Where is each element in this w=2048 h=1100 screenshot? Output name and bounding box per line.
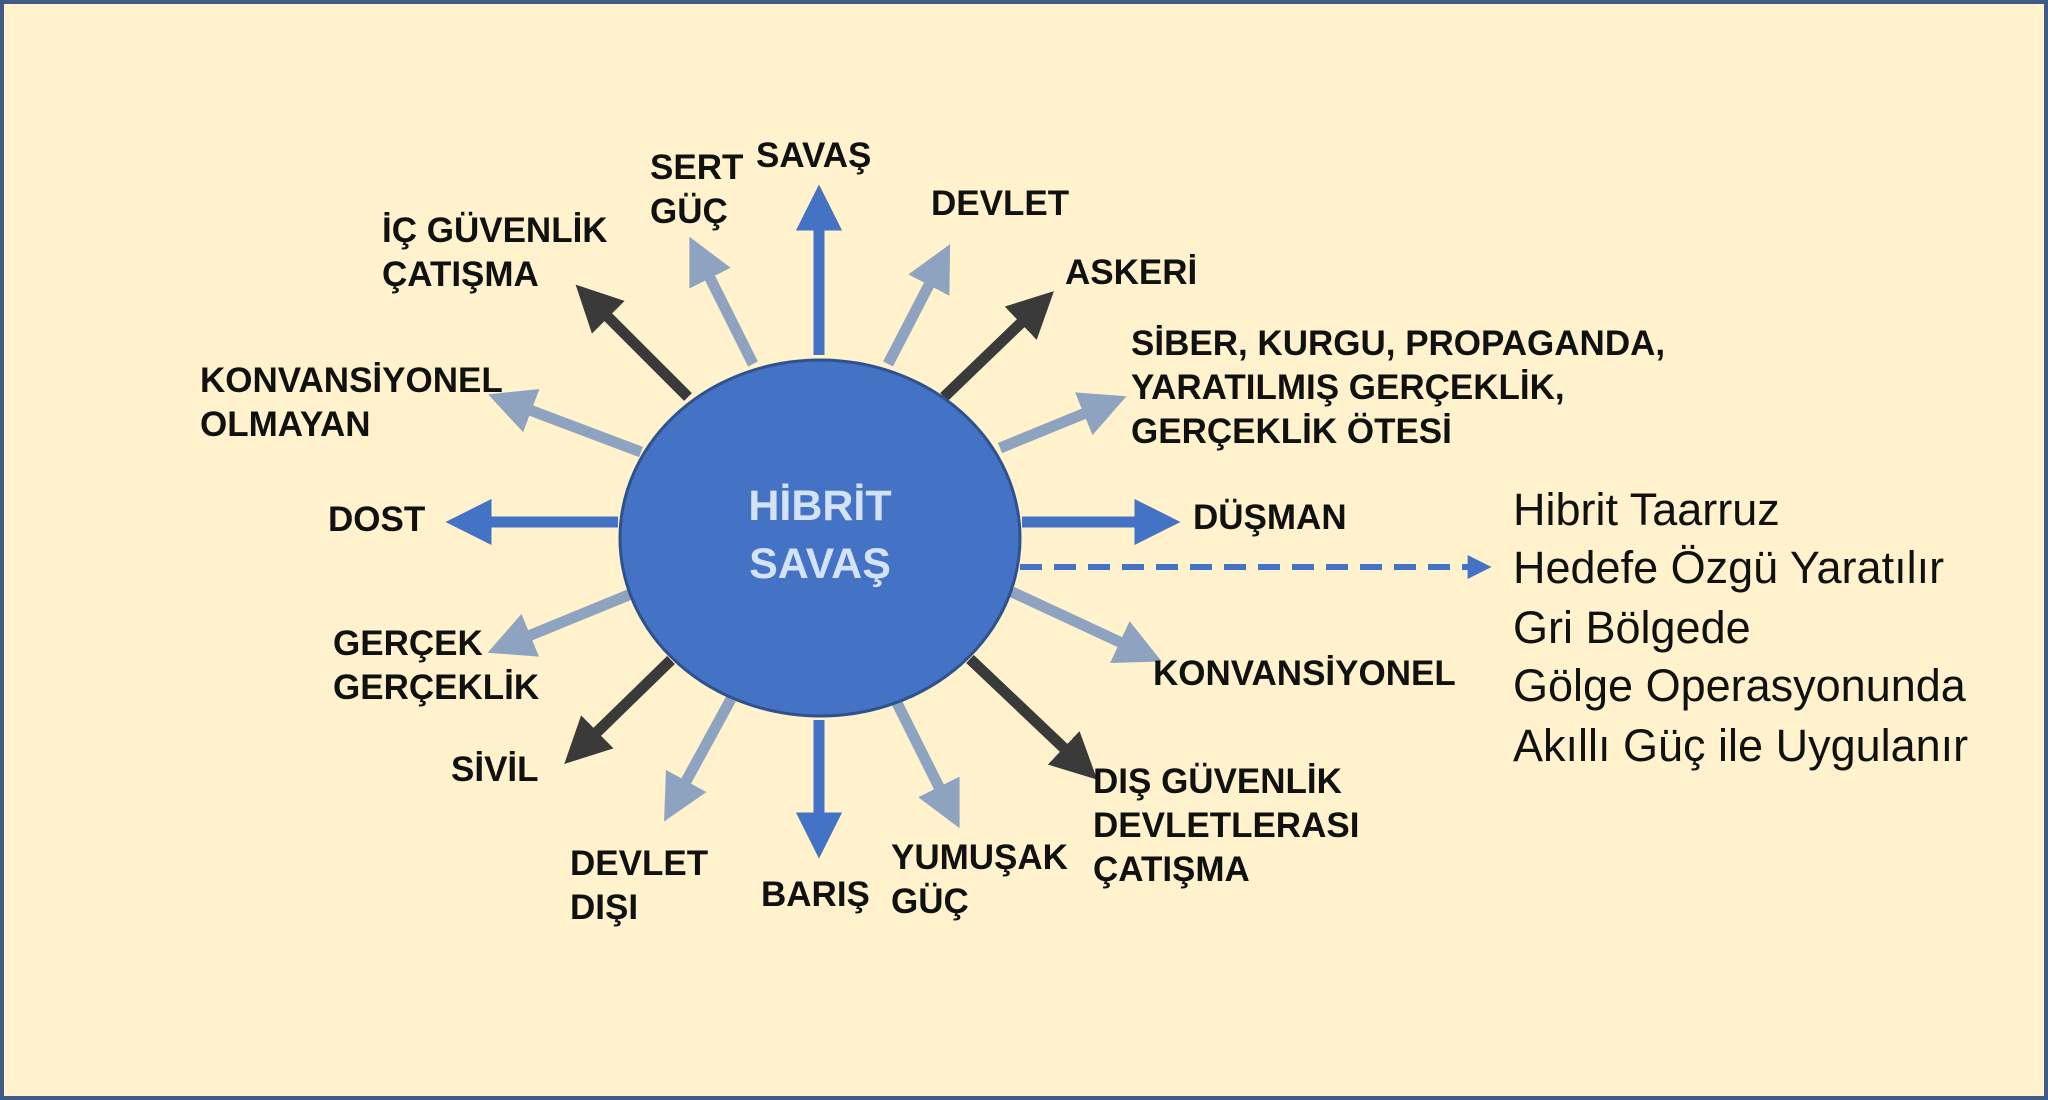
- label-devlet-disi: DEVLET DIŞI: [570, 844, 709, 927]
- note-line-1: Hibrit Taarruz: [1513, 484, 1780, 535]
- center-title-line1: HİBRİT: [748, 482, 892, 530]
- label-dis-guvenlik: DIŞ GÜVENLİK DEVLETLERASI ÇATIŞMA: [1093, 762, 1360, 889]
- label-dost: DOST: [328, 500, 426, 539]
- arrow-ic-guvenlik: [575, 284, 692, 401]
- arrow-yumusak-guc: [892, 700, 960, 829]
- note-line-2: Hedefe Özgü Yaratılır: [1513, 542, 1945, 593]
- arrow-konvansiyonel-olmayan: [488, 389, 643, 458]
- note-line-4: Gölge Operasyonunda: [1513, 660, 1966, 711]
- arrow-sivil: [564, 656, 675, 765]
- label-konvansiyonel-olmayan: KONVANSİYONEL OLMAYAN: [200, 361, 503, 444]
- center-title-line2: SAVAŞ: [749, 540, 891, 588]
- label-devlet: DEVLET: [931, 184, 1070, 223]
- label-siber: SİBER, KURGU, PROPAGANDA, YARATILMIŞ GER…: [1131, 324, 1666, 451]
- center-circle: [618, 358, 1022, 718]
- note-line-3: Gri Bölgede: [1513, 602, 1751, 653]
- label-sert-guc: SERT GÜÇ: [650, 148, 744, 231]
- label-ic-guvenlik: İÇ GÜVENLİK ÇATIŞMA: [382, 211, 608, 294]
- label-yumusak-guc: YUMUŞAK GÜÇ: [891, 838, 1068, 921]
- label-dusman: DÜŞMAN: [1193, 498, 1347, 537]
- arrow-askeri: [940, 291, 1054, 401]
- arrow-gercek-gerceklik: [487, 588, 634, 657]
- arrow-devlet-disi: [664, 696, 736, 822]
- center-title: HİBRİT SAVAŞ: [685, 477, 955, 593]
- note-line-5: Akıllı Güç ile Uygulanır: [1513, 720, 1969, 771]
- label-askeri: ASKERİ: [1065, 253, 1198, 292]
- arrow-konvansiyonel: [1009, 587, 1162, 664]
- arrow-group: [445, 184, 1181, 859]
- arrow-dis-guvenlik: [966, 655, 1098, 780]
- arrow-sert-guc: [689, 236, 758, 367]
- label-sivil: SİVİL: [451, 750, 539, 789]
- arrow-devlet: [883, 244, 951, 367]
- label-baris: BARIŞ: [761, 875, 870, 914]
- arrow-siber: [997, 392, 1127, 454]
- label-savas: SAVAŞ: [756, 136, 872, 175]
- label-konvansiyonel: KONVANSİYONEL: [1153, 654, 1456, 693]
- label-gercek-gerceklik: GERÇEK GERÇEKLİK: [333, 624, 540, 707]
